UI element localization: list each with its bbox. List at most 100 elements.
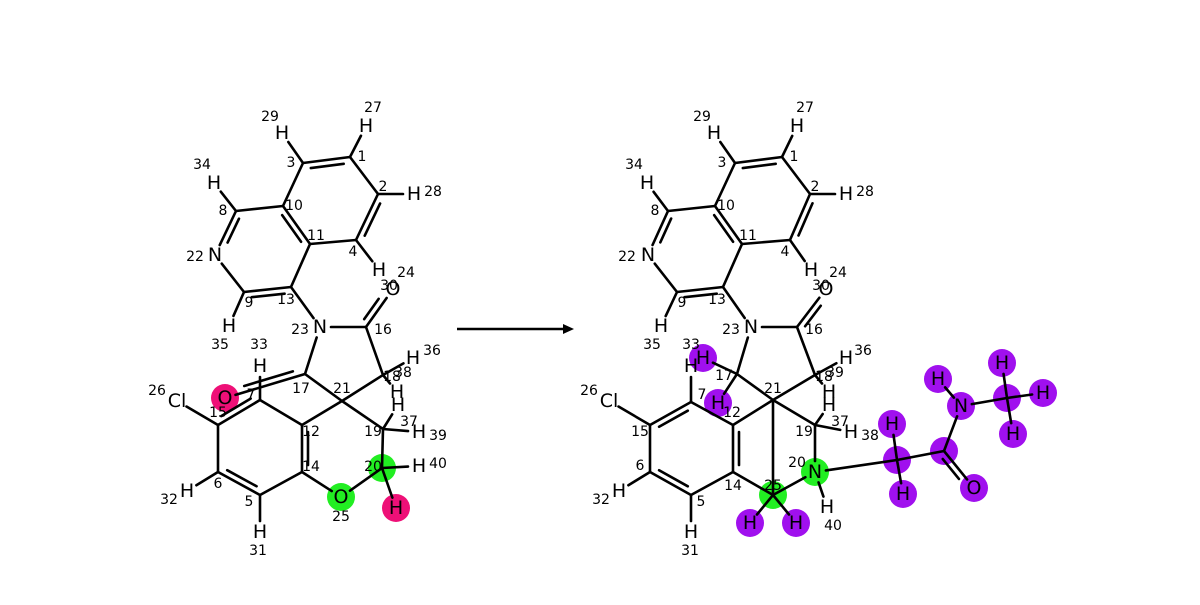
reactant-bond-25 bbox=[258, 398, 304, 427]
product-atom-p28: H bbox=[839, 183, 853, 205]
product-bond-45 bbox=[813, 373, 824, 385]
reactant-atom-r35: H bbox=[222, 315, 236, 337]
product-atom-p20: N bbox=[808, 461, 822, 483]
product-bond-10 bbox=[721, 242, 744, 289]
reactant-index-label-11: 11 bbox=[307, 228, 325, 244]
product-atom-p30: H bbox=[804, 259, 818, 281]
reactant-index-label-3: 3 bbox=[287, 155, 296, 171]
reactant-index-label-16: 16 bbox=[374, 322, 392, 338]
product-atom-pO2: O bbox=[967, 477, 982, 499]
product-index-label-30: 30 bbox=[812, 278, 830, 294]
product-highlight-4 bbox=[736, 509, 764, 537]
reactant-index-label-33: 33 bbox=[250, 337, 268, 353]
reactant-bond-11 bbox=[289, 285, 315, 320]
product-bond-8 bbox=[653, 262, 679, 294]
reactant-index-label-31: 31 bbox=[249, 543, 267, 559]
product-bond-38 bbox=[788, 238, 806, 263]
product-bond-30-double bbox=[657, 409, 690, 429]
product-highlight-11 bbox=[947, 392, 975, 420]
reactant-index-label-2: 2 bbox=[379, 179, 388, 195]
product-bond-29 bbox=[689, 400, 735, 427]
product-atom-pH17b: H bbox=[711, 392, 725, 414]
product-bond-33 bbox=[689, 470, 735, 497]
reactant-bond-1 bbox=[348, 155, 380, 196]
reactant-atom-r34: H bbox=[207, 172, 221, 194]
product-bond-49 bbox=[824, 458, 899, 472]
reactant-index-label-34: 34 bbox=[193, 157, 211, 173]
product-bond-58 bbox=[1005, 393, 1034, 400]
reaction-arrow-icon bbox=[457, 324, 574, 334]
reactant-bond-14 bbox=[364, 325, 385, 377]
product-index-label-9: 9 bbox=[678, 295, 687, 311]
reactant-atom-r39: H bbox=[412, 421, 426, 443]
reactant-index-label-15: 15 bbox=[209, 405, 227, 421]
product-atom-p24: O bbox=[819, 278, 834, 300]
product-index-label-19: 19 bbox=[795, 424, 813, 440]
reactant-highlight-0 bbox=[211, 384, 239, 412]
product-atom-pH17a: H bbox=[696, 347, 710, 369]
product-highlight-3 bbox=[704, 389, 732, 417]
product-atom-pH25a: H bbox=[743, 512, 757, 534]
reactant-atom-r23: N bbox=[313, 316, 327, 338]
reactant-atom-r36: H bbox=[406, 347, 420, 369]
product-bond-4 bbox=[713, 204, 744, 246]
product-bond-30 bbox=[648, 400, 693, 427]
reactant-bond-26-double bbox=[219, 397, 252, 418]
product-bond-27 bbox=[771, 493, 791, 516]
product-index-label-7: 7 bbox=[698, 387, 707, 403]
reactant-bond-4-double bbox=[280, 213, 303, 244]
product-bond-32-double bbox=[657, 468, 690, 488]
reactant-atom-r32: H bbox=[180, 480, 194, 502]
reactant-bond-36 bbox=[232, 290, 246, 318]
reactant-bond-34 bbox=[354, 238, 374, 263]
product-index-label-18: 18 bbox=[815, 369, 833, 385]
product-bond-55 bbox=[943, 386, 956, 399]
reactant-index-label-26: 26 bbox=[148, 383, 166, 399]
reactant-atom-r24: O bbox=[386, 278, 401, 300]
reactant-atom-r26: Cl bbox=[168, 390, 187, 412]
arrow-head bbox=[563, 324, 574, 334]
product-atom-pH1b: H bbox=[896, 483, 910, 505]
product-bond-4-double bbox=[712, 213, 735, 244]
reactant-bond-23 bbox=[300, 470, 334, 493]
reactant-bond-26 bbox=[216, 398, 262, 427]
product-bond-6 bbox=[666, 204, 717, 213]
product-index-label-23: 23 bbox=[722, 322, 740, 338]
reactant-index-label-17: 17 bbox=[292, 381, 310, 397]
reactant-index-label-12: 12 bbox=[302, 424, 320, 440]
reactant-bond-45 bbox=[380, 466, 394, 499]
reactant-bond-41 bbox=[381, 373, 392, 385]
product-bond-16 bbox=[735, 336, 750, 376]
product-bond-17 bbox=[735, 372, 775, 402]
product-bond-42 bbox=[627, 470, 652, 487]
product-bond-34 bbox=[617, 405, 652, 427]
product-bond-0 bbox=[733, 155, 784, 165]
product-index-label-21: 21 bbox=[764, 381, 782, 397]
reactant-bond-15 bbox=[340, 373, 385, 403]
reactant-bond-35 bbox=[219, 190, 238, 213]
reactant-index-label-9: 9 bbox=[245, 295, 254, 311]
product-index-label-25: 25 bbox=[764, 478, 782, 494]
product-highlight-0 bbox=[801, 458, 829, 486]
reactant-atom-r30: H bbox=[372, 259, 386, 281]
reactant-index-label-22: 22 bbox=[186, 249, 204, 265]
product-index-label-27: 27 bbox=[796, 100, 814, 116]
reactant-bond-0-double bbox=[309, 162, 346, 170]
reactant-bond-19 bbox=[300, 399, 344, 427]
product-highlight-7 bbox=[878, 410, 906, 438]
reactant-index-label-28: 28 bbox=[424, 184, 442, 200]
reactant-bond-18 bbox=[234, 372, 307, 397]
reactant-index-label-19: 19 bbox=[364, 424, 382, 440]
product-atom-p40: H bbox=[820, 496, 834, 518]
product-bond-2-double bbox=[797, 201, 814, 237]
reactant-atom-r33: H bbox=[253, 355, 267, 377]
reactant-bond-42 bbox=[381, 413, 394, 431]
product-bond-53 bbox=[942, 449, 969, 481]
product-highlight-2 bbox=[689, 344, 717, 372]
product-bond-26 bbox=[755, 493, 775, 516]
reactant-bond-3 bbox=[308, 238, 358, 246]
product-bond-25 bbox=[731, 470, 775, 497]
product-index-label-11: 11 bbox=[739, 228, 757, 244]
product-bond-9-double bbox=[683, 292, 719, 299]
